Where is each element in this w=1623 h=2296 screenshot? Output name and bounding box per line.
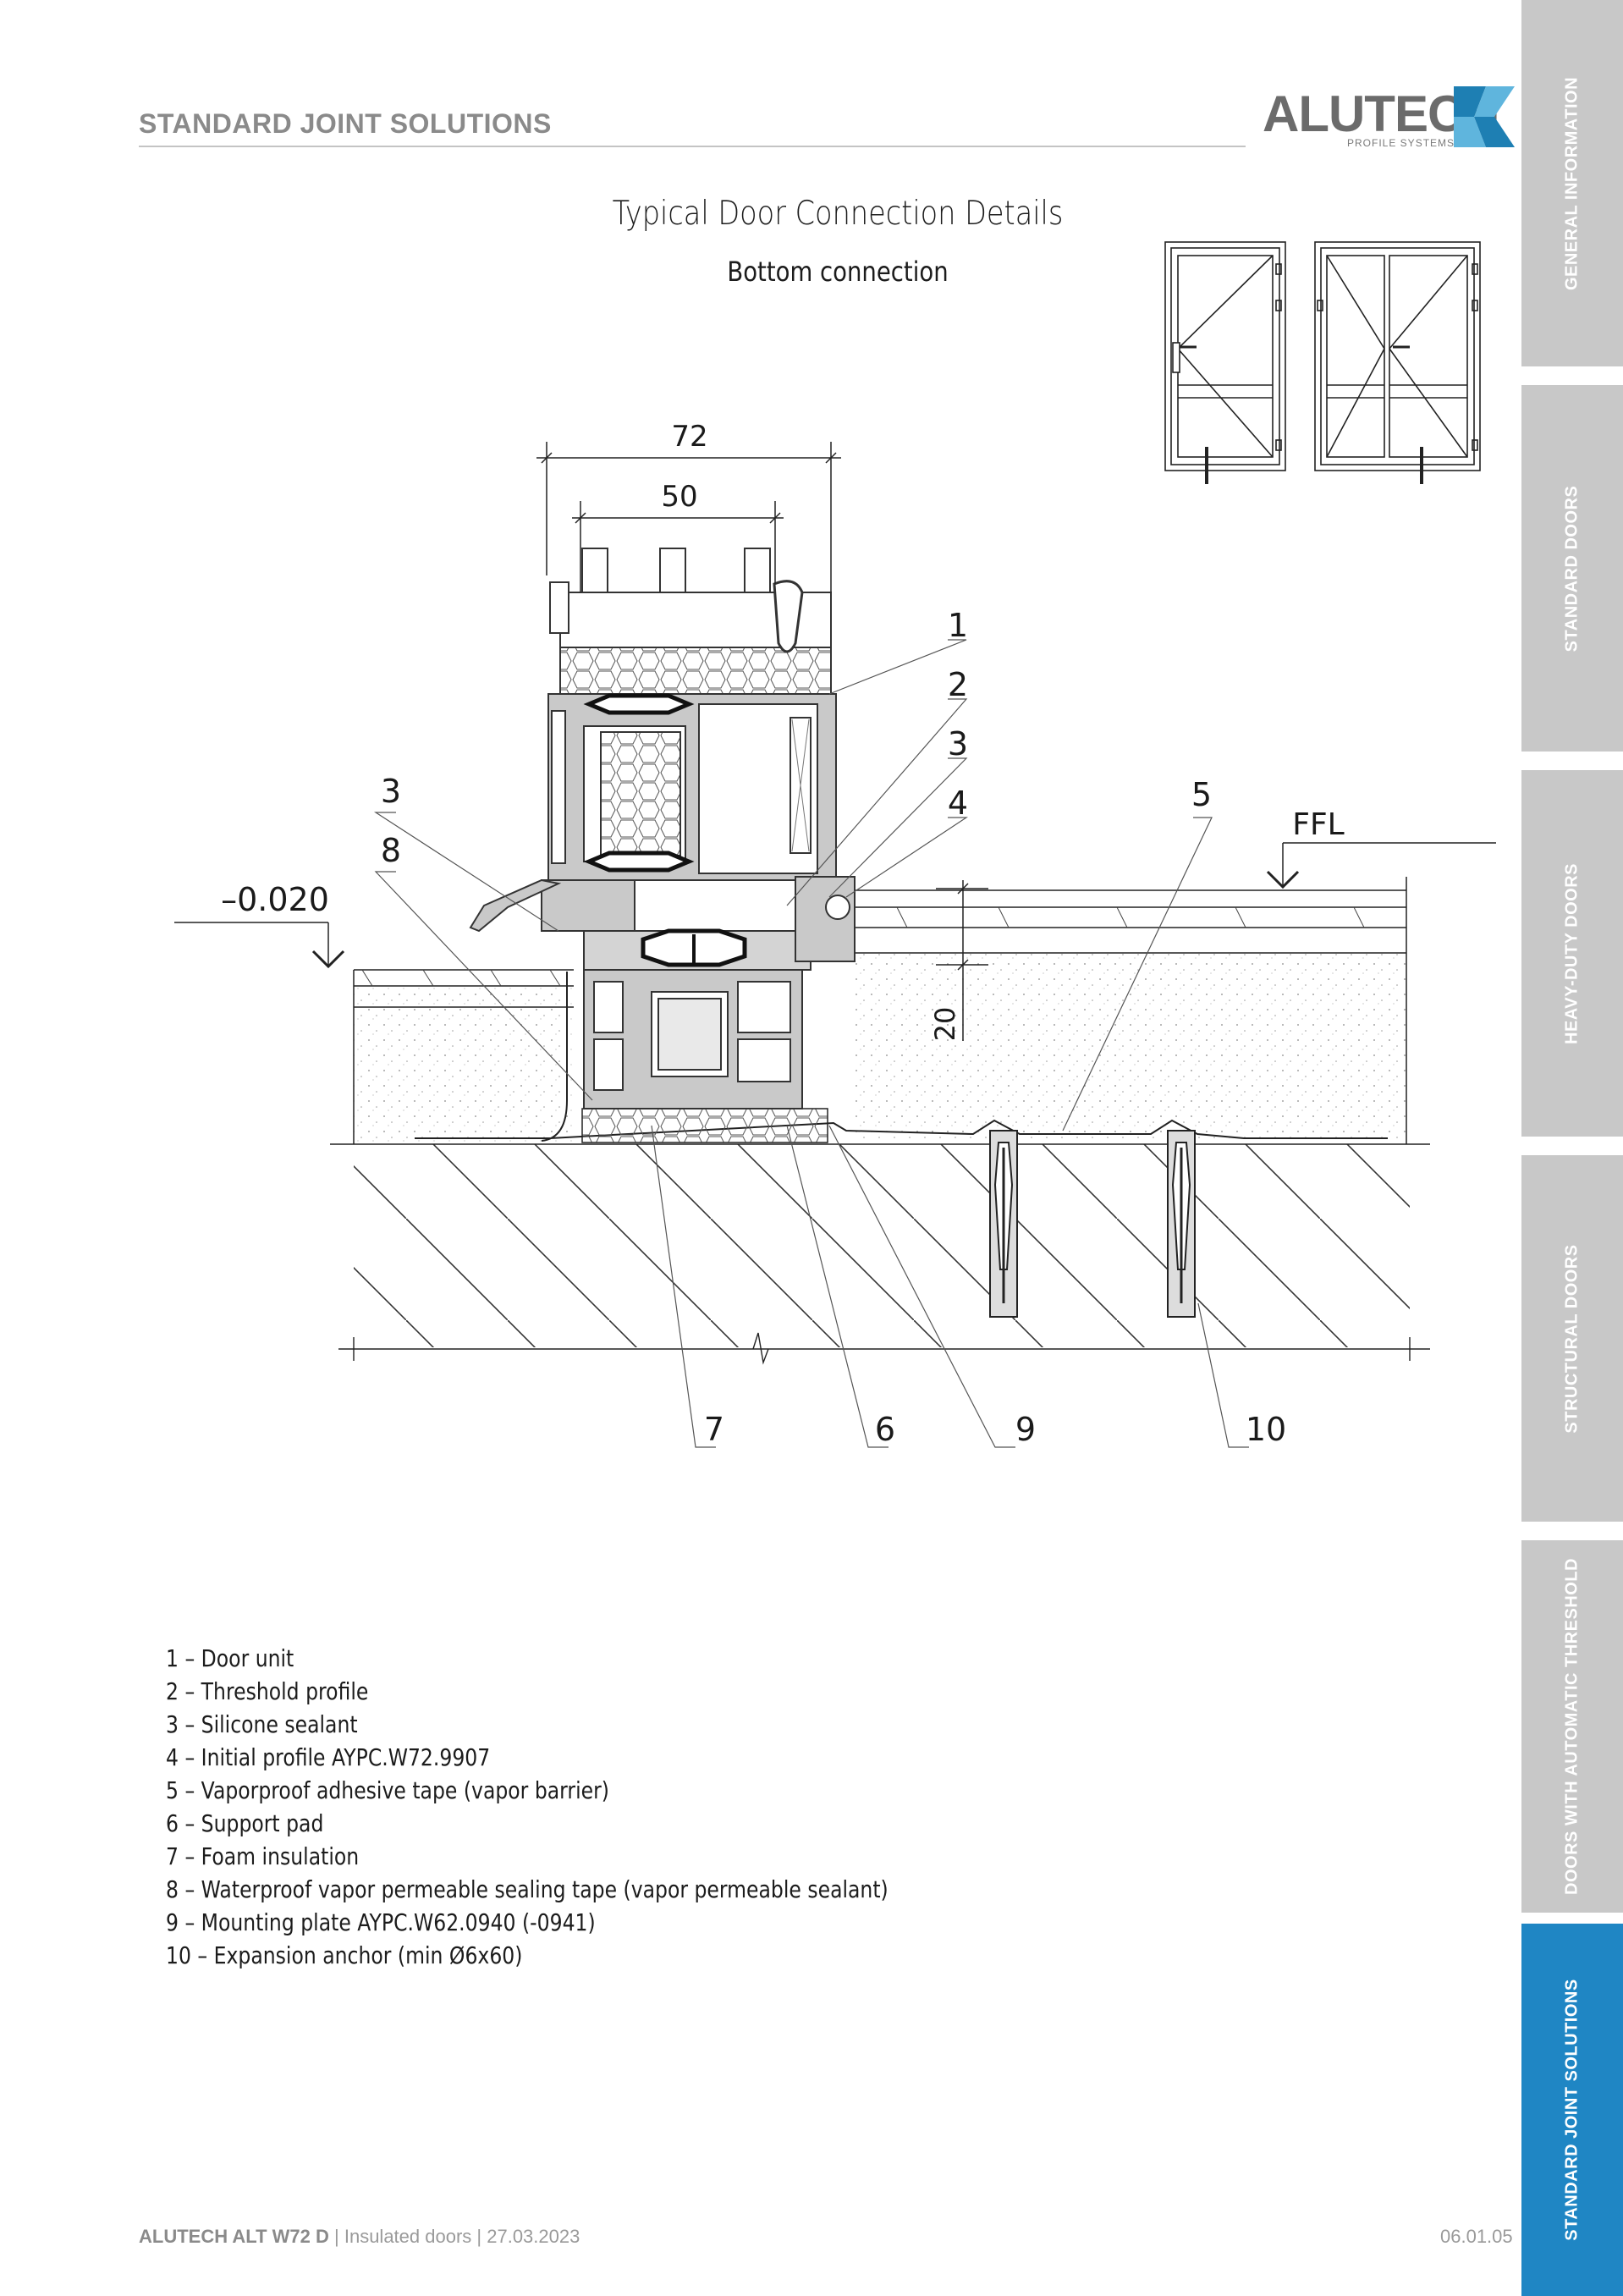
legend-item: 7 – Foam insulation <box>166 1842 360 1870</box>
header-divider <box>139 146 1246 147</box>
expansion-anchor-left <box>989 1130 1018 1318</box>
legend-item: 5 – Vaporproof adhesive tape (vapor barr… <box>166 1776 609 1804</box>
callout-6: 6 <box>875 1411 895 1448</box>
tab-general-information[interactable]: GENERAL INFORMATION <box>1521 0 1623 366</box>
tab-label: STRUCTURAL DOORS <box>1562 1243 1582 1434</box>
callout-9: 9 <box>1015 1411 1036 1448</box>
door-connection-drawing: 72 50 20 –0.020 FFL 1 2 3 4 5 3 8 7 6 9 … <box>174 241 1496 1448</box>
tab-label: HEAVY-DUTY DOORS <box>1562 862 1582 1044</box>
level-marker-outside <box>174 922 345 969</box>
legend-item: 2 – Threshold profile <box>166 1677 369 1705</box>
tab-standard-joint-solutions[interactable]: STANDARD JOINT SOLUTIONS <box>1521 1924 1623 2296</box>
door-unit <box>469 548 856 962</box>
legend-item: 9 – Mounting plate AYPC.W62.0940 (-0941) <box>166 1908 596 1936</box>
logo-tagline: PROFILE SYSTEMS <box>1347 137 1455 149</box>
concrete-slab <box>330 1143 1430 1365</box>
level-marker-floor <box>1266 842 1496 889</box>
double-door-schematic <box>1314 241 1481 484</box>
sealing-tape <box>541 972 568 1142</box>
alutech-logo: ALUTECH PROFILE SYSTEMS <box>1261 81 1515 152</box>
legend-item: 10 – Expansion anchor (min Ø6x60) <box>166 1941 523 1969</box>
tab-heavy-duty-doors[interactable]: HEAVY-DUTY DOORS <box>1521 770 1623 1137</box>
document-title: Typical Door Connection Details <box>612 195 1064 233</box>
callout-4: 4 <box>948 785 968 822</box>
legend-item: 4 – Initial profile AYPC.W72.9907 <box>166 1743 491 1771</box>
callout-2: 2 <box>948 666 968 703</box>
footer-date: 27.03.2023 <box>487 2226 580 2247</box>
footer-category: Insulated doors <box>344 2226 472 2247</box>
footer-info: ALUTECH ALT W72 D | Insulated doors | 27… <box>139 2226 580 2248</box>
foam-insulation <box>581 1108 828 1143</box>
section-title: STANDARD JOINT SOLUTIONS <box>139 108 552 139</box>
legend-item: 3 – Silicone sealant <box>166 1710 358 1738</box>
dimension-50-label: 50 <box>661 480 697 514</box>
dimension-72-label: 72 <box>671 420 707 454</box>
legend-item: 1 – Door unit <box>166 1644 294 1672</box>
tab-label: DOORS WITH AUTOMATIC THRESHOLD <box>1562 1558 1582 1895</box>
logo-mark-icon <box>1454 86 1515 147</box>
level-floor-label: FFL <box>1292 807 1344 842</box>
callout-3-left: 3 <box>381 773 401 810</box>
threshold-profile <box>583 928 812 1109</box>
expansion-anchor-right <box>1167 1130 1196 1318</box>
level-outside-label: –0.020 <box>221 881 329 918</box>
tab-standard-doors[interactable]: STANDARD DOORS <box>1521 385 1623 752</box>
legend-item: 6 – Support pad <box>166 1809 324 1837</box>
callout-1: 1 <box>948 607 968 644</box>
callout-5: 5 <box>1191 776 1212 813</box>
footer-separator: | <box>328 2226 344 2247</box>
dimension-20-label: 20 <box>929 1007 961 1042</box>
tab-label: STANDARD DOORS <box>1562 485 1582 652</box>
callout-8: 8 <box>381 832 401 869</box>
document-subtitle: Bottom connection <box>727 256 949 288</box>
screed-right <box>855 877 1407 1144</box>
tab-label: STANDARD JOINT SOLUTIONS <box>1562 1979 1582 2241</box>
page-code: 06.01.05 <box>1440 2226 1513 2247</box>
tab-doors-with-automatic-threshold[interactable]: DOORS WITH AUTOMATIC THRESHOLD <box>1521 1540 1623 1913</box>
callout-7: 7 <box>704 1411 724 1448</box>
tab-structural-doors[interactable]: STRUCTURAL DOORS <box>1521 1155 1623 1522</box>
footer-product: ALUTECH ALT W72 D <box>139 2226 329 2247</box>
footer-separator: | <box>471 2226 487 2247</box>
legend-item: 8 – Waterproof vapor permeable sealing t… <box>166 1875 889 1903</box>
dimension-72 <box>536 442 988 1041</box>
legend-list: 1 – Door unit 2 – Threshold profile 3 – … <box>166 1642 1026 1972</box>
leader-lines <box>373 639 1249 1448</box>
single-door-schematic <box>1164 241 1286 484</box>
screed-left <box>353 969 574 1144</box>
callout-10: 10 <box>1246 1411 1286 1448</box>
callout-3: 3 <box>948 725 968 763</box>
tab-label: GENERAL INFORMATION <box>1562 76 1582 290</box>
